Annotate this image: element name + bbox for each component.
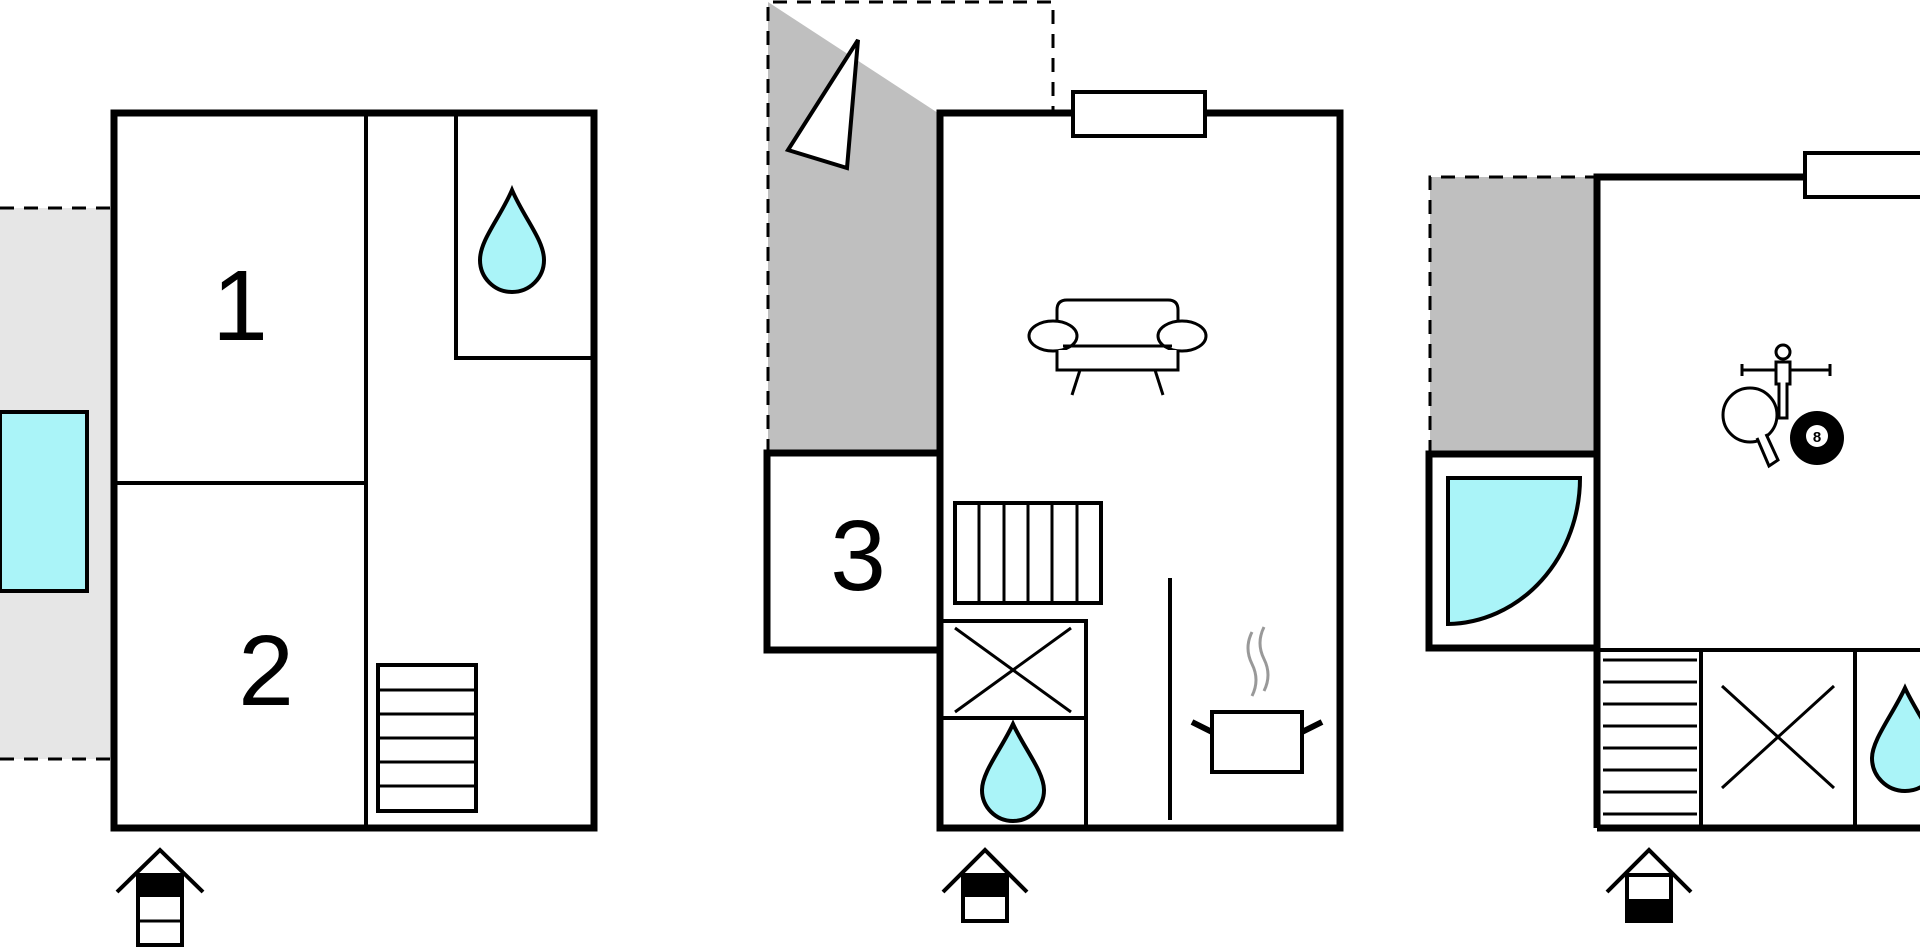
entrance-icon	[115, 847, 205, 947]
floor-plan-ground: 1 2	[0, 109, 598, 947]
stairs-icon	[376, 663, 478, 813]
cross-icon	[954, 626, 1072, 714]
stairs-icon	[1603, 658, 1697, 816]
room-label-3: 3	[830, 500, 886, 612]
water-drop-icon	[1869, 683, 1920, 793]
pool	[0, 410, 89, 593]
shower-icon	[1446, 476, 1583, 627]
entrance-icon	[1605, 847, 1693, 923]
ping-pong-paddle-icon	[1721, 386, 1780, 469]
water-drop-icon	[979, 719, 1047, 823]
terrace-outline	[0, 206, 113, 761]
water-drop-icon	[477, 184, 547, 294]
second-floor-walls	[1593, 173, 1920, 832]
entrance-icon	[941, 847, 1029, 923]
room-label-1: 1	[212, 250, 268, 362]
svg-text:8: 8	[1813, 429, 1821, 446]
cooking-pot-icon	[1190, 626, 1324, 774]
cross-icon	[1720, 684, 1836, 790]
shower-room-walls	[1425, 450, 1601, 652]
floor-plan-first: 3	[763, 0, 1344, 923]
room-3-walls	[763, 449, 944, 654]
window	[1071, 90, 1207, 138]
balcony-area	[768, 2, 1053, 453]
balcony-outline	[766, 0, 1055, 453]
sofa-icon	[1027, 298, 1208, 396]
first-floor-walls	[936, 109, 1344, 832]
bathroom-room	[454, 111, 596, 360]
balcony-outline	[1428, 175, 1597, 454]
table-football-icon	[1740, 343, 1832, 420]
window	[1803, 151, 1920, 199]
balcony-area	[1430, 177, 1597, 454]
north-arrow-icon	[784, 38, 860, 171]
room-label-2: 2	[238, 615, 294, 727]
floor-plan-second: 8	[1425, 151, 1920, 923]
ground-floor-walls	[110, 109, 598, 832]
billiard-ball-icon: 8	[1790, 411, 1844, 465]
wc-room	[938, 619, 1088, 830]
stairs-icon	[953, 501, 1103, 605]
